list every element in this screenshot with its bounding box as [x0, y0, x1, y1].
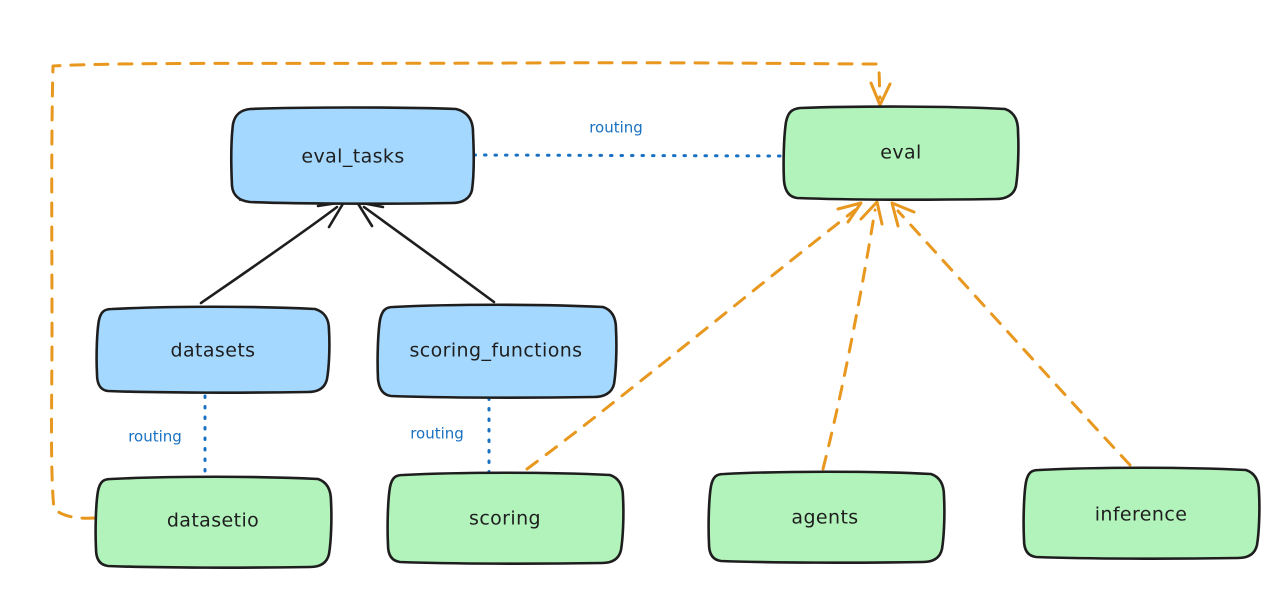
- edge-scoring-eval-path: [525, 208, 857, 471]
- edge-label-routing-scoring: routing: [410, 425, 464, 443]
- node-eval-label: eval: [880, 142, 921, 164]
- edge-datasets-datasetio: routing: [128, 394, 207, 478]
- edge-datasetio-eval-path: [50, 61, 882, 520]
- node-datasets-label: datasets: [171, 340, 256, 362]
- edge-agents-eval: [821, 200, 884, 471]
- edge-datasets-eval-tasks: [199, 200, 346, 305]
- node-scoring-functions[interactable]: scoring_functions: [376, 303, 618, 399]
- edge-scoring-functions-eval-tasks: [355, 200, 496, 304]
- node-eval-tasks[interactable]: eval_tasks: [230, 106, 475, 205]
- edge-label-routing-eval: routing: [589, 119, 643, 137]
- edge-inference-eval-arrowhead: [890, 201, 916, 228]
- node-scoring-box[interactable]: [386, 471, 625, 565]
- node-inference[interactable]: inference: [1022, 466, 1261, 560]
- node-datasets[interactable]: datasets: [95, 305, 331, 394]
- edge-datasetio-eval: [50, 61, 892, 520]
- node-eval-box[interactable]: [782, 105, 1020, 201]
- edge-scoring-eval: [525, 201, 863, 471]
- edge-agents-eval-arrowhead: [859, 200, 884, 226]
- edge-inference-eval: [890, 201, 1132, 467]
- node-datasets-box[interactable]: [95, 305, 331, 394]
- node-agents-box[interactable]: [707, 470, 946, 564]
- edge-datasets-eval-tasks-arrowhead: [316, 200, 346, 229]
- edge-datasetio-eval-arrowhead: [869, 81, 892, 107]
- edge-agents-eval-path: [821, 208, 877, 471]
- node-eval-tasks-box[interactable]: [230, 106, 475, 205]
- node-datasetio-label: datasetio: [167, 510, 259, 532]
- edge-eval-tasks-eval: routing: [472, 119, 786, 158]
- edge-scoring-functions-eval-tasks-path: [362, 205, 496, 304]
- node-inference-label: inference: [1095, 504, 1188, 526]
- node-scoring-functions-label: scoring_functions: [410, 340, 583, 362]
- node-datasetio[interactable]: datasetio: [94, 475, 333, 569]
- node-agents-label: agents: [791, 507, 858, 529]
- node-scoring[interactable]: scoring: [386, 471, 625, 565]
- node-eval[interactable]: eval: [782, 105, 1020, 201]
- node-inference-box[interactable]: [1022, 466, 1261, 560]
- edge-inference-eval-path: [896, 209, 1132, 467]
- edge-scoring-functions-scoring: routing: [410, 396, 491, 474]
- edge-eval-tasks-eval-path: [472, 153, 786, 158]
- edge-datasets-eval-tasks-path: [199, 205, 339, 305]
- node-datasetio-box[interactable]: [94, 475, 333, 569]
- edge-scoring-eval-arrowhead: [836, 201, 863, 224]
- edge-label-routing-datasetio: routing: [128, 428, 182, 446]
- node-agents[interactable]: agents: [707, 470, 946, 564]
- node-scoring-label: scoring: [469, 508, 541, 530]
- node-scoring-functions-box[interactable]: [376, 303, 618, 399]
- edge-scoring-functions-eval-tasks-arrowhead: [355, 200, 385, 228]
- node-eval-tasks-label: eval_tasks: [301, 146, 404, 168]
